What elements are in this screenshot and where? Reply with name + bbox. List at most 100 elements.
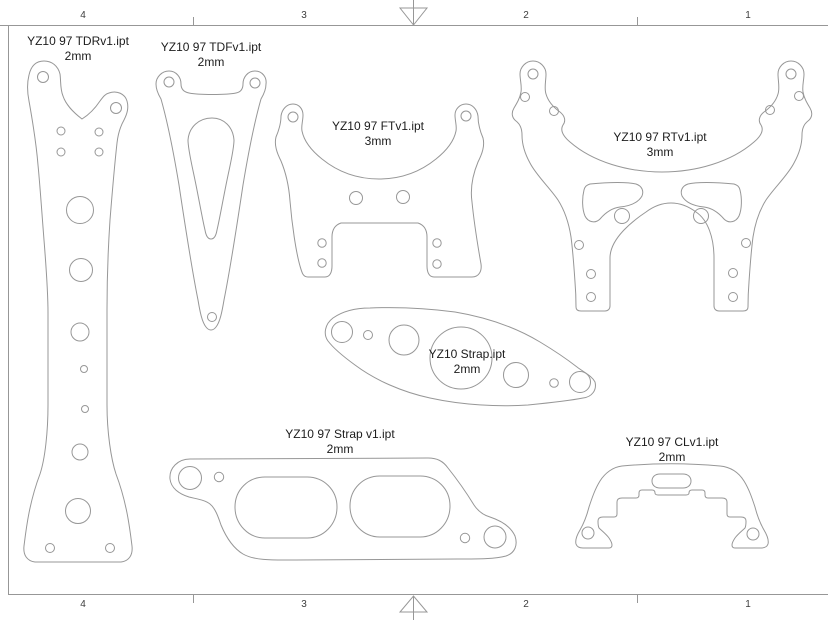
part-hole <box>178 466 202 490</box>
part-hole <box>569 371 591 393</box>
part-label-rt: YZ10 97 RTv1.ipt 3mm <box>613 130 706 160</box>
part-label-tdr: YZ10 97 TDRv1.ipt 2mm <box>27 34 129 64</box>
center-mark-bottom <box>398 595 429 620</box>
part-hole <box>94 127 104 137</box>
part-cl-outline <box>575 463 769 549</box>
part-hole <box>460 110 472 122</box>
part-hole <box>349 191 363 205</box>
zone-number-bottom-2: 2 <box>523 599 529 610</box>
part-hole <box>574 240 584 250</box>
part-hole <box>728 268 738 278</box>
part-tdf-outline <box>155 70 267 331</box>
part-hole <box>331 321 353 343</box>
part-hole <box>287 111 299 123</box>
part-name: YZ10 97 Strap v1.ipt <box>285 427 395 441</box>
part-cl-slot <box>651 473 692 489</box>
part-hole <box>56 126 66 136</box>
part-hole <box>71 443 89 461</box>
part-hole <box>785 68 797 80</box>
part-hole <box>317 238 327 248</box>
part-thickness: 3mm <box>646 145 674 159</box>
zone-number-top-2: 2 <box>523 10 529 21</box>
part-hole <box>586 269 596 279</box>
zone-number-top-4: 4 <box>80 10 86 21</box>
part-hole <box>549 106 559 116</box>
part-tdr[interactable] <box>23 60 133 563</box>
part-hole <box>549 378 559 388</box>
part-hole <box>614 208 630 224</box>
part-cl[interactable] <box>575 463 769 549</box>
part-hole <box>66 196 94 224</box>
part-name: YZ10 97 TDFv1.ipt <box>160 40 262 54</box>
zone-number-bottom-3: 3 <box>301 599 307 610</box>
center-mark-top <box>398 0 429 26</box>
part-rt-cutout <box>582 182 644 223</box>
part-hole <box>794 91 804 101</box>
part-hole <box>94 147 104 157</box>
part-hole <box>429 326 493 390</box>
part-ft[interactable] <box>274 103 485 278</box>
part-label-ft: YZ10 97 FTv1.ipt 3mm <box>332 119 424 149</box>
part-hole <box>363 330 373 340</box>
part-hole <box>56 147 66 157</box>
part-hole <box>693 208 709 224</box>
part-ft-outline <box>274 103 485 278</box>
zone-number-bottom-1: 1 <box>745 599 751 610</box>
part-hole <box>586 292 596 302</box>
part-hole <box>69 258 93 282</box>
part-hole <box>459 532 471 544</box>
part-label-tdf: YZ10 97 TDFv1.ipt 2mm <box>161 40 262 70</box>
part-thickness: 3mm <box>364 134 392 148</box>
part-hole <box>65 498 91 524</box>
part-rt[interactable] <box>511 60 813 312</box>
part-thickness: 2mm <box>658 450 686 464</box>
part-hole <box>388 324 420 356</box>
part-hole <box>163 76 175 88</box>
part-hole <box>765 105 775 115</box>
part-thickness: 2mm <box>453 362 481 376</box>
zone-number-bottom-4: 4 <box>80 599 86 610</box>
part-rt-outline <box>511 60 813 312</box>
part-hole <box>45 543 55 553</box>
part-hole <box>503 362 529 388</box>
part-label-strap: YZ10 Strap.ipt 2mm <box>429 347 506 377</box>
part-hole <box>483 525 507 549</box>
part-strapv1-outline <box>169 457 517 561</box>
part-hole <box>396 190 410 204</box>
part-strapv1-cutout <box>349 475 451 538</box>
part-hole <box>741 238 751 248</box>
part-thickness: 2mm <box>64 49 92 63</box>
part-hole <box>317 258 327 268</box>
part-strap[interactable] <box>324 307 596 407</box>
part-hole <box>70 322 90 342</box>
part-hole <box>527 68 539 80</box>
part-tdf[interactable] <box>155 70 267 331</box>
part-hole <box>249 77 261 89</box>
part-hole <box>213 471 225 483</box>
part-name: YZ10 Strap.ipt <box>428 347 506 361</box>
part-label-strapv1: YZ10 97 Strap v1.ipt 2mm <box>285 427 394 457</box>
part-hole <box>110 102 122 114</box>
part-hole <box>37 71 49 83</box>
part-strapv1[interactable] <box>169 457 517 561</box>
part-hole <box>746 527 760 541</box>
part-name: YZ10 97 TDRv1.ipt <box>27 34 129 48</box>
zone-number-top-1: 1 <box>745 10 751 21</box>
part-name: YZ10 97 FTv1.ipt <box>331 119 425 133</box>
part-tdr-outline <box>23 60 133 563</box>
part-hole <box>81 405 89 413</box>
part-thickness: 2mm <box>326 442 354 456</box>
part-hole <box>432 238 442 248</box>
zone-number-top-3: 3 <box>301 10 307 21</box>
part-strap-outline <box>324 307 596 407</box>
part-name: YZ10 97 CLv1.ipt <box>625 435 719 449</box>
part-name: YZ10 97 RTv1.ipt <box>613 130 707 144</box>
part-hole <box>105 543 115 553</box>
part-hole <box>207 312 217 322</box>
part-rt-cutout <box>680 182 742 223</box>
part-strapv1-cutout <box>234 476 338 539</box>
part-label-cl: YZ10 97 CLv1.ipt 2mm <box>626 435 719 465</box>
part-hole <box>728 292 738 302</box>
